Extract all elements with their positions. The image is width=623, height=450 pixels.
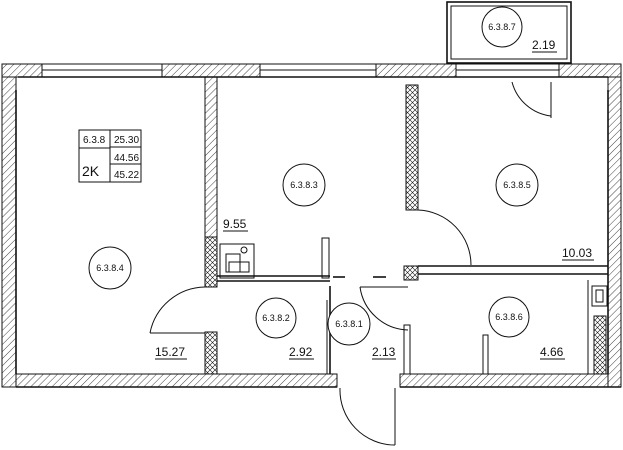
room-marker-3 [282,163,326,207]
interior-walls [204,76,608,375]
wall-right [607,76,622,388]
room-marker-5 [495,163,539,207]
wall-bottom-left [15,373,338,388]
door-arc-living [149,286,206,334]
door-arc-balcony [511,81,552,117]
unit-code: 6.3.8 [83,135,106,146]
wall-bottom-right [399,373,609,388]
room-marker-1 [327,302,371,346]
room-marker-7 [481,6,523,48]
doors [149,81,552,446]
room-id-7: 6.3.8.7 [488,22,516,32]
room-marker-6 [488,296,530,338]
room-id-2: 6.3.8.2 [262,313,290,323]
unit-type: 2K [82,163,100,179]
unit-living-area: 25.30 [114,135,139,146]
door-arc-entry [339,387,396,446]
exterior-walls [1,63,622,388]
labels: 6.3.8 2K 25.30 44.56 45.22 6.3.8.3 6.3.8… [82,22,594,360]
room-id-4: 6.3.8.4 [96,263,124,273]
unit-area-table [78,129,142,183]
room-id-5: 6.3.8.5 [503,180,531,190]
room-id-6: 6.3.8.6 [495,312,523,322]
door-arc-storage [359,286,409,331]
wall-left [1,76,17,388]
room-marker-4 [88,246,132,290]
unit-total-area: 44.56 [114,153,139,164]
room-area-2: 2.92 [289,345,313,359]
wall-block [161,63,261,78]
room-area-5: 10.03 [562,246,592,260]
wall-block [1,63,43,78]
room-id-3: 6.3.8.3 [290,180,318,190]
room-marker-2 [255,297,297,339]
room-id-1: 6.3.8.1 [335,319,363,329]
room-markers [88,6,539,346]
door-arc-bedroom [417,209,472,266]
wall-block [375,63,457,78]
room-area-7: 2.19 [532,38,556,52]
wall-block [558,63,622,78]
unit-total-area-balcony: 45.22 [114,170,139,181]
room-area-1: 2.13 [372,345,396,359]
bathroom-fixtures [219,243,255,279]
room-area-3: 9.55 [223,217,247,231]
room-area-6: 4.66 [540,345,564,359]
bathtub-icon [219,243,255,279]
room-area-4: 15.27 [155,345,185,359]
